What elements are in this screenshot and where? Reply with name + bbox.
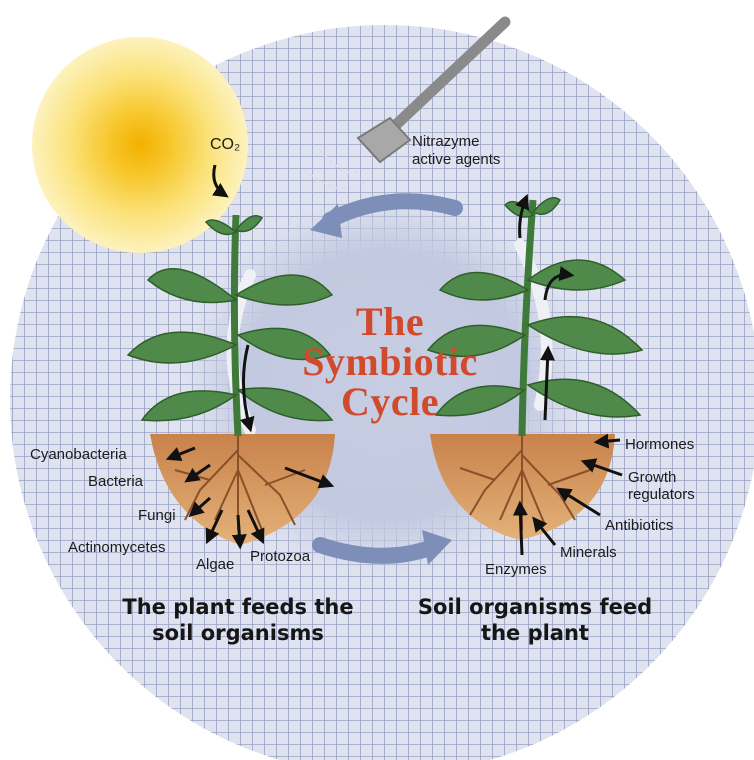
label-bacteria: Bacteria [88, 474, 143, 491]
title-line1: The [335, 302, 445, 342]
title-line3: Cycle [320, 382, 460, 422]
left-stem [234, 215, 238, 436]
tool-label-line1: Nitrazyme [412, 134, 480, 151]
label-protozoa: Protozoa [250, 549, 310, 566]
label-algae: Algae [196, 557, 234, 574]
label-actinomycetes: Actinomycetes [68, 540, 166, 557]
label-antibiotics: Antibiotics [605, 518, 673, 535]
algae-arrow [238, 515, 240, 545]
tool-label-line2: active agents [412, 152, 500, 169]
title-line2: Symbiotic [285, 342, 495, 382]
caption-left-line1: The plant feeds the [108, 595, 368, 620]
label-minerals: Minerals [560, 545, 617, 562]
label-cyanobacteria: Cyanobacteria [30, 447, 127, 464]
caption-right-line2: the plant [405, 621, 665, 646]
enzymes-arrow [520, 505, 522, 555]
label-fungi: Fungi [138, 508, 176, 525]
caption-left-line2: soil organisms [108, 621, 368, 646]
label-growth: Growth [628, 470, 676, 487]
co2-label: CO₂ [210, 136, 240, 154]
caption-right-line1: Soil organisms feed [405, 595, 665, 620]
label-enzymes: Enzymes [485, 562, 547, 579]
hormones-arrow [598, 440, 620, 442]
label-regulators: regulators [628, 487, 695, 504]
label-hormones: Hormones [625, 437, 694, 454]
